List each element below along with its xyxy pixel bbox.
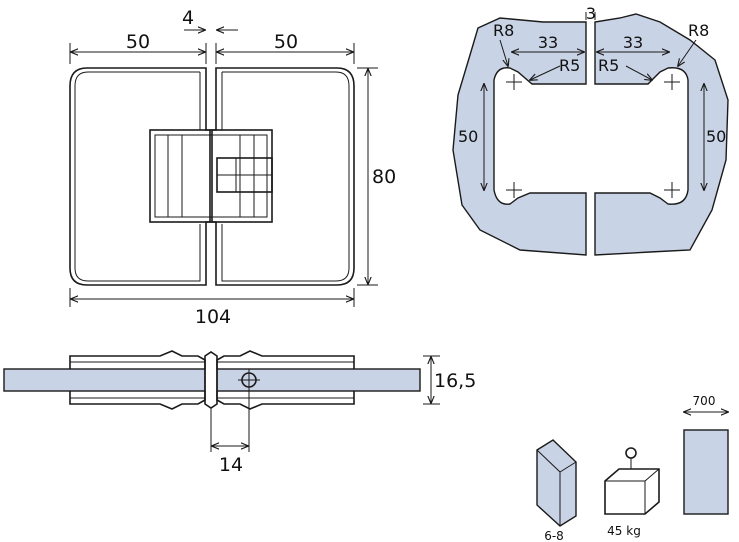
side-view: 16,5 14: [3, 350, 476, 476]
front-left-width-label: 50: [126, 31, 150, 53]
side-thickness-label: 16,5: [434, 370, 476, 392]
cutout-radius-inner-left-label: R5: [559, 56, 580, 75]
spec-icons: 6-8 45 kg 700: [536, 394, 728, 542]
left-glass-panel: [452, 17, 587, 256]
left-plate: [69, 67, 211, 286]
right-plate: [211, 67, 355, 286]
cutout-radius-outer-left-label: R8: [493, 21, 514, 40]
cutout-radius-outer-right-label: R8: [688, 21, 709, 40]
front-view: 50 4 50 80 104: [69, 7, 396, 328]
max-door-width-label: 700: [693, 394, 716, 408]
left-glass-strip: [3, 368, 206, 392]
weight-box-icon: 45 kg: [604, 447, 660, 538]
cutout-gap-label: 3: [586, 4, 596, 23]
glass-cutout-view: 3 33 33 R8 R8 R5 R5 50 50: [452, 4, 729, 256]
hinge-mechanism: [149, 129, 273, 223]
cutout-right-height-label: 50: [706, 127, 726, 146]
front-gap-label: 4: [182, 7, 194, 29]
cutout-radius-inner-right-label: R5: [598, 56, 619, 75]
hole-centers: [506, 74, 680, 198]
front-right-width-label: 50: [274, 31, 298, 53]
right-glass-panel: [594, 13, 729, 256]
glass-thickness-label: 6-8: [544, 529, 564, 542]
glass-thickness-icon: 6-8: [536, 439, 577, 542]
front-total-width-label: 104: [195, 306, 231, 328]
cutout-left-width-label: 33: [538, 33, 558, 52]
cutout-left-height-label: 50: [458, 127, 478, 146]
cutout-right-width-label: 33: [623, 33, 643, 52]
side-hole-offset-label: 14: [219, 454, 243, 476]
front-height-label: 80: [372, 166, 396, 188]
max-weight-label: 45 kg: [607, 524, 641, 538]
door-width-icon: 700: [684, 394, 728, 515]
